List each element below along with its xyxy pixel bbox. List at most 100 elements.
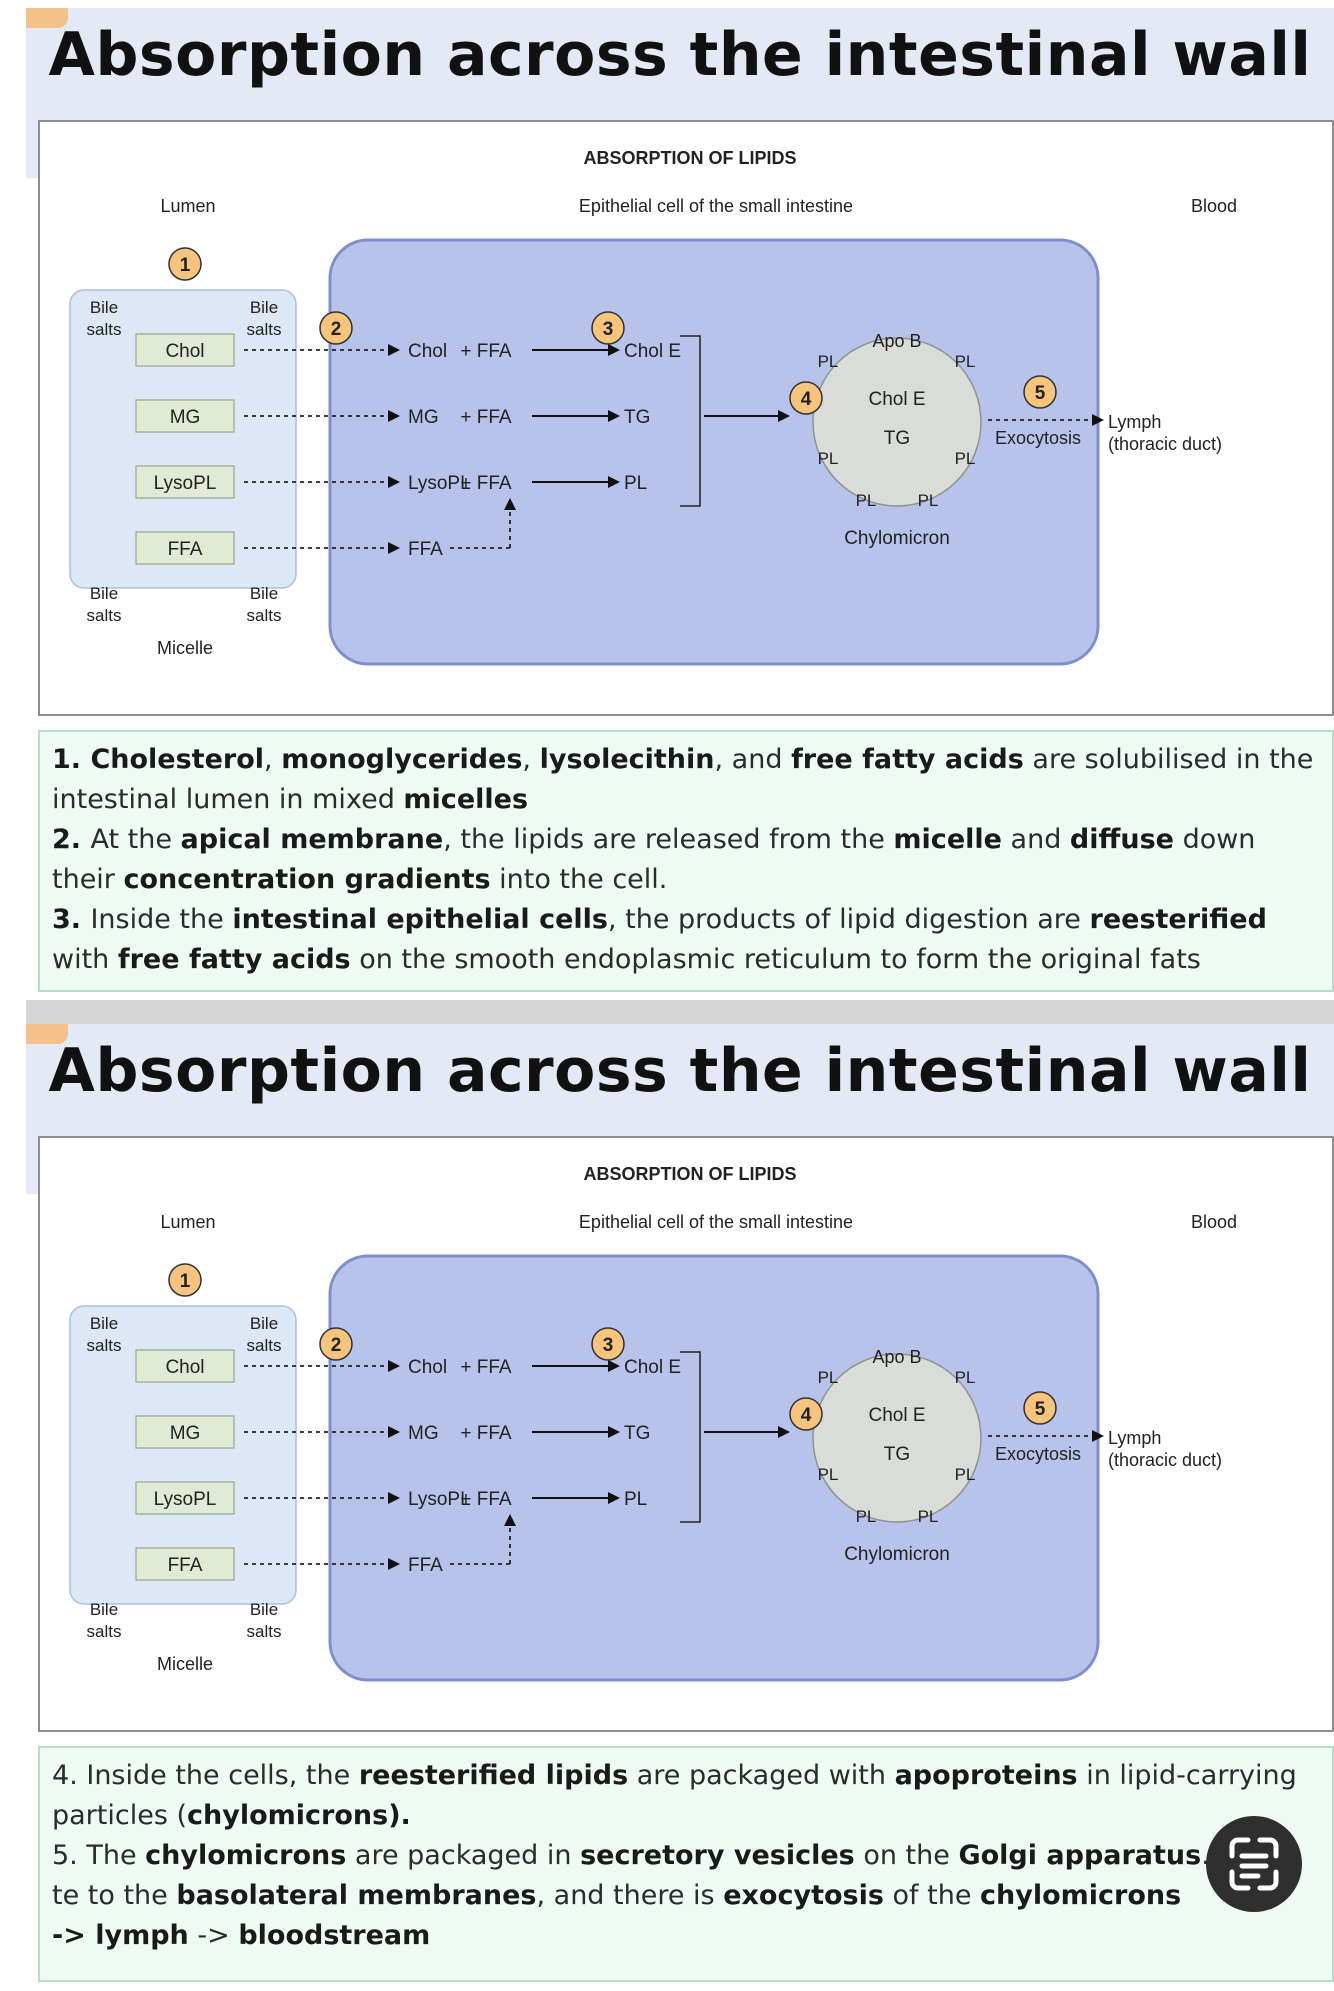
bile-salts-label: salts	[247, 606, 282, 625]
text-segment: ,	[522, 744, 540, 775]
step-1-badge	[168, 247, 202, 281]
slide-tab	[26, 1024, 68, 1044]
text-segment: , and there is	[536, 1880, 724, 1911]
chylomicron-pl-label: PL	[818, 1465, 839, 1484]
chylomicron-pl-label: PL	[955, 449, 976, 468]
bold-term: apical membrane	[180, 824, 444, 855]
chylomicron	[812, 1353, 982, 1523]
bold-term: micelle	[893, 824, 1002, 855]
product-tg: TG	[624, 407, 650, 428]
text-segment: to the	[79, 1880, 177, 1911]
step-1-badge	[168, 1263, 202, 1297]
bile-salts-label: Bile	[90, 1600, 118, 1619]
bold-term: 1.	[52, 744, 91, 775]
bile-salts-label: Bile	[90, 298, 118, 317]
text-segment: Inside the	[90, 904, 233, 935]
step-3-label: 3	[603, 319, 614, 340]
step-3-badge	[591, 311, 625, 345]
chylomicron-pl-label: PL	[955, 1465, 976, 1484]
step-1-label: 1	[180, 1271, 191, 1292]
micelle-panel	[69, 1305, 297, 1605]
thoracic-duct-label: (thoracic duct)	[1108, 1450, 1222, 1470]
chylomicron-chol-e: Chol E	[868, 389, 925, 410]
text-scan-icon	[1229, 1837, 1279, 1891]
chylomicron-pl-label: PL	[856, 491, 877, 510]
ffa-feed-arrow-head	[504, 1514, 516, 1526]
text-segment: are solubilised in the intestinal lumen …	[52, 744, 1314, 815]
products-bracket	[680, 1351, 701, 1523]
step-5-badge	[1023, 1391, 1057, 1425]
step-4-label: 4	[801, 1405, 812, 1426]
bold-term: chylomicrons	[145, 1840, 347, 1871]
slide-2-title: Absorption across the intestinal wall	[48, 1036, 1312, 1106]
step-5-label: 5	[1035, 383, 1046, 404]
micelle-label: Micelle	[157, 638, 213, 658]
bold-term: diffuse	[1069, 824, 1174, 855]
lumen-item-chol: Chol	[165, 1357, 204, 1378]
text-paragraph: 3. Inside the intestinal epithelial cell…	[52, 900, 1320, 980]
bold-term: basolateral membranes	[176, 1880, 537, 1911]
text-paragraph: 2. At the apical membrane, the lipids ar…	[52, 820, 1320, 900]
bold-term: micelles	[403, 784, 529, 815]
chylomicron-pl-label: PL	[818, 1368, 839, 1387]
exocytosis-arrow-head	[1092, 414, 1104, 426]
step-4-badge	[789, 1397, 823, 1431]
text-segment: ,	[264, 744, 282, 775]
chylomicron-pl-label: PL	[955, 352, 976, 371]
bile-salts-label: salts	[87, 1336, 122, 1355]
bile-salts-label: salts	[87, 606, 122, 625]
bold-term: chylomicrons	[980, 1880, 1182, 1911]
text-segment: are packaged with	[628, 1760, 895, 1791]
bold-term: 2.	[52, 824, 91, 855]
text-segment: on the smooth endoplasmic reticulum to f…	[350, 944, 1201, 975]
text-segment: of the	[883, 1880, 981, 1911]
bile-salts-label: salts	[87, 1622, 122, 1641]
product-chol-e: Chol E	[624, 1357, 681, 1378]
bile-salts-label: Bile	[90, 584, 118, 603]
bold-term: chylomicrons).	[187, 1800, 411, 1831]
apo-b-label: Apo B	[872, 331, 921, 351]
bold-term: free fatty acids	[117, 944, 351, 975]
reesterification-arrow-head	[608, 1426, 620, 1438]
text-segment: . Inside the cells, the	[69, 1760, 359, 1791]
micelle-label: Micelle	[157, 1654, 213, 1674]
bold-term: lysolecithin	[539, 744, 715, 775]
text-segment: , and	[714, 744, 792, 775]
cell-input-chol: Chol	[408, 341, 447, 362]
bile-salts-label: Bile	[250, 1314, 278, 1333]
diffusion-arrow-head	[388, 542, 400, 554]
lumen-item-mg: MG	[170, 1423, 201, 1444]
step-2-label: 2	[331, 319, 342, 340]
text-segment: down their	[52, 824, 1256, 895]
text-paragraph: -> lymph -> bloodstream	[52, 1916, 1320, 1956]
lumen-item-box	[135, 1415, 235, 1449]
bold-term: ->	[52, 1920, 96, 1951]
product-pl: PL	[624, 1489, 647, 1510]
plus-ffa-label: + FFA	[460, 1489, 512, 1510]
lumen-item-chol: Chol	[165, 341, 204, 362]
thoracic-duct-label: (thoracic duct)	[1108, 434, 1222, 454]
diffusion-arrow-head	[388, 476, 400, 488]
slide-2-textbox: 4. Inside the cells, the reesterified li…	[38, 1746, 1334, 1982]
blood-label: Blood	[1191, 196, 1237, 216]
plus-ffa-label: + FFA	[460, 1423, 512, 1444]
step-3-label: 3	[603, 1335, 614, 1356]
reesterification-arrow-head	[608, 410, 620, 422]
text-segment: te	[52, 1880, 80, 1911]
text-paragraph: 5. The chylomicrons are packaged in secr…	[52, 1836, 1320, 1916]
bold-term: reesterified lipids	[358, 1760, 629, 1791]
bold-term: Cholesterol	[90, 744, 265, 775]
text-segment: ->	[188, 1920, 239, 1951]
bold-term: 3.	[52, 904, 91, 935]
chylomicron-pl-label: PL	[918, 491, 939, 510]
cell-input-lysopl: LysoPL	[408, 1489, 471, 1510]
diffusion-arrow-head	[388, 344, 400, 356]
text-scan-button[interactable]	[1206, 1816, 1302, 1912]
lymph-label: Lymph	[1108, 412, 1161, 432]
lumen-item-box	[135, 399, 235, 433]
bold-term: concentration gradients	[123, 864, 491, 895]
exocytosis-label: Exocytosis	[995, 1444, 1081, 1464]
step-5-badge	[1023, 375, 1057, 409]
lumen-item-box	[135, 465, 235, 499]
chylomicron-chol-e: Chol E	[868, 1405, 925, 1426]
